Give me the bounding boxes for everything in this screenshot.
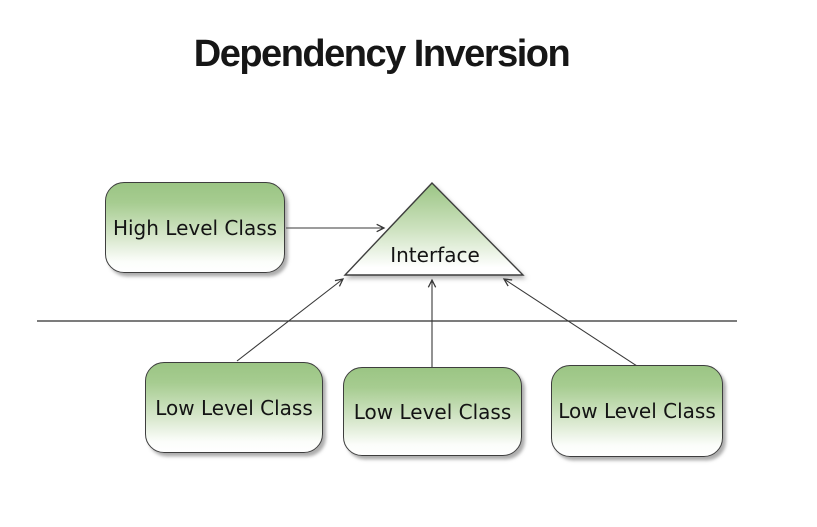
node-low-level-class-2: Low Level Class: [343, 367, 522, 456]
node-high-level-class: High Level Class: [105, 182, 285, 273]
node-low-level-class-2-label: Low Level Class: [353, 399, 512, 424]
interface-triangle: [343, 181, 525, 276]
interface-label: Interface: [390, 243, 480, 267]
arrow-low3-to-interface: [502, 278, 638, 367]
node-low-level-class-3: Low Level Class: [551, 365, 723, 457]
node-low-level-class-3-label: Low Level Class: [558, 399, 716, 423]
node-low-level-class-1-label: Low Level Class: [155, 395, 313, 420]
diagram-title: Dependency Inversion: [193, 33, 571, 75]
arrow-low1-to-interface: [236, 278, 345, 362]
node-high-level-class-label: High Level Class: [112, 215, 278, 240]
node-low-level-class-1: Low Level Class: [145, 362, 323, 453]
